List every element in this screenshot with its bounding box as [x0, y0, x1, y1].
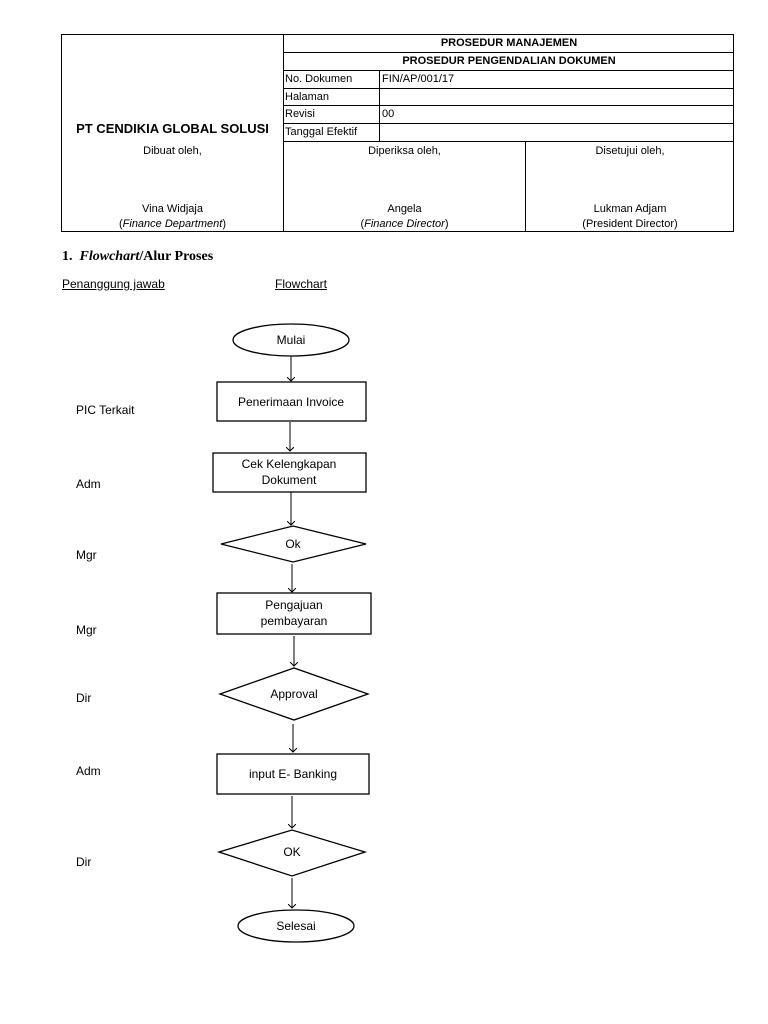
end-terminator: [237, 909, 355, 943]
signatory-name-created: Vina Widjaja: [142, 203, 203, 215]
field-divider: [379, 70, 380, 141]
procedure-subtitle: PROSEDUR PENGENDALIAN DOKUMEN: [402, 55, 616, 67]
decision-label: Ok: [285, 537, 301, 551]
header-rule: [283, 52, 734, 53]
role-label: Mgr: [76, 623, 97, 637]
field-label-tanggal-efektif: Tanggal Efektif: [285, 126, 358, 138]
procedure-title: PROSEDUR MANAJEMEN: [440, 37, 578, 49]
header-rule: [283, 105, 734, 106]
header-rule: [283, 141, 734, 142]
signature-caption-checked: Diperiksa oleh,: [368, 145, 441, 157]
process-label: Cek Kelengkapan: [242, 457, 337, 471]
role-label: Mgr: [76, 548, 97, 562]
role-label: PIC Terkait: [76, 403, 135, 417]
process-label: Penerimaan Invoice: [238, 395, 344, 409]
signatory-role-created: (Finance Department): [118, 218, 226, 230]
process-box-cek-kelengkapan: [212, 452, 367, 493]
decision-diamond-approval: [218, 667, 370, 721]
role-label: Dir: [76, 855, 92, 869]
signatory-role-checked: (Finance Director): [360, 218, 449, 230]
signature-divider: [525, 141, 526, 232]
process-box-input-e-banking: [216, 753, 370, 795]
process-label: Dokument: [262, 473, 317, 487]
process-box-penerimaan-invoice: [216, 381, 367, 422]
field-value-revisi: 00: [382, 108, 395, 120]
process-box-pengajuan-pembayaran: [216, 592, 372, 635]
signature-caption-approved: Disetujui oleh,: [595, 145, 665, 157]
role-label: Dir: [76, 691, 92, 705]
signatory-role-approved: (President Director): [582, 218, 678, 230]
field-label-halaman: Halaman: [285, 91, 330, 103]
field-label-no-dokumen: No. Dokumen: [285, 73, 353, 85]
header-rule: [283, 88, 734, 89]
header-rule: [283, 123, 734, 124]
decision-label: OK: [283, 845, 300, 859]
decision-label: Approval: [270, 687, 317, 701]
start-label: Mulai: [277, 333, 306, 347]
signatory-name-checked: Angela: [387, 203, 422, 215]
document-header-table: [61, 34, 734, 232]
field-value-no-dokumen: FIN/AP/001/17: [382, 73, 455, 85]
process-label: pembayaran: [261, 614, 328, 628]
role-label: Adm: [76, 764, 101, 778]
start-terminator: [232, 323, 350, 357]
column-header-flowchart: Flowchart: [275, 277, 328, 291]
process-label: input E- Banking: [249, 767, 337, 781]
column-header-responsible: Penanggung jawab: [62, 277, 165, 291]
process-label: Pengajuan: [265, 598, 322, 612]
header-divider: [283, 34, 284, 232]
signatory-name-approved: Lukman Adjam: [593, 203, 667, 215]
company-name: PT CENDIKIA GLOBAL SOLUSI: [76, 121, 269, 136]
field-label-revisi: Revisi: [285, 108, 315, 120]
role-label: Adm: [76, 477, 101, 491]
section-heading: 1. Flowchart/Alur Proses: [62, 249, 214, 264]
decision-diamond-ok-final: [216, 829, 368, 877]
end-label: Selesai: [276, 919, 315, 933]
decision-diamond-ok: [220, 525, 367, 563]
signature-caption-created: Dibuat oleh,: [143, 145, 202, 157]
header-rule: [283, 70, 734, 71]
